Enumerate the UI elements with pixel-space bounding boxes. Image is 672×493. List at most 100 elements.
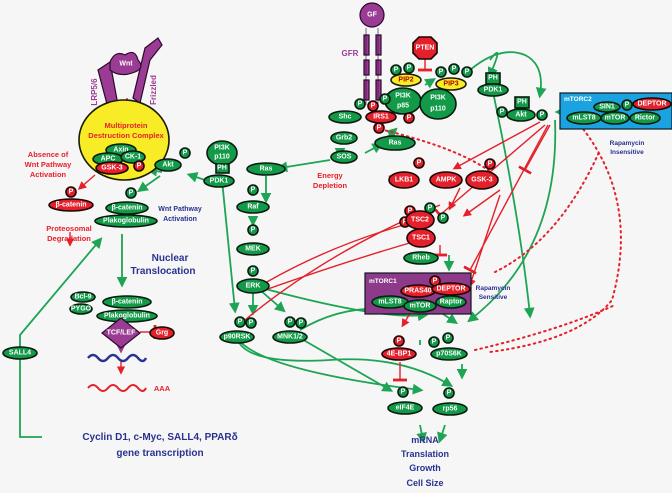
phospho-pip3-1: P	[439, 69, 444, 76]
output-label-cellsize: Cell Size	[406, 478, 443, 488]
phospho-erk: P	[251, 268, 256, 275]
phospho-akt-right-1: P	[500, 109, 505, 116]
p70-feedback-dotted-3	[474, 304, 616, 351]
akt-inhibit-tsc2	[434, 124, 546, 222]
gf-label: GF	[367, 12, 377, 19]
lrp56-label: LRP5/6	[90, 78, 99, 106]
wnt-receptor-group: Wnt LRP5/6 Frizzled	[90, 37, 163, 109]
4ebp1-node: 4E-BP1	[387, 351, 412, 358]
apc-node: APC	[101, 156, 116, 163]
pip3-to-akt-arrow	[469, 51, 547, 99]
plakoglobin-node: Plakoglobulin	[103, 218, 149, 225]
mtorc1-feedback-dotted	[494, 149, 601, 273]
p90-to-rp56-arrow	[236, 337, 454, 387]
rapamycin-insensitive-2: Insensitive	[610, 149, 644, 156]
phospho-tsc2-2: P	[403, 219, 408, 226]
gf-ligand	[359, 2, 385, 28]
bcat-nuclear-node: β-catenin	[111, 299, 142, 306]
shc-node: Shc	[339, 114, 352, 121]
phospho-p85: P	[383, 96, 388, 103]
pdk1-to-p70-arrow	[492, 91, 535, 319]
rp56-node: rp56	[443, 406, 458, 413]
phospho-irs1-top: P	[371, 103, 376, 110]
pdk1-to-akt-arrow	[186, 172, 206, 183]
phospho-akt-left: P	[183, 150, 188, 157]
phospho-p70-1: P	[432, 339, 437, 346]
ph-right-1-label: PH	[488, 75, 498, 82]
pi3k-p110-label-2: p110	[430, 106, 446, 113]
phospho-gsk3-right: P	[488, 161, 493, 168]
axin-node: Axin	[113, 147, 128, 154]
deptor-mtorc2-node: DEPTOR	[637, 101, 666, 108]
phospho-bcat-green: P	[129, 190, 134, 197]
absence-label-3: Activation	[30, 170, 67, 179]
eif4e-node: eIF4E	[396, 405, 415, 412]
ph-left-label: PH	[217, 165, 227, 172]
energy-label-2: Depletion	[313, 181, 348, 190]
mtor-mtorc1-node: mTOR	[410, 303, 431, 310]
phospho-tsc2-4: P	[441, 215, 446, 222]
raptor-node: Raptor	[440, 299, 463, 306]
gsk3-to-tsc2-arrow	[462, 189, 501, 217]
sall4-node: SALL4	[9, 350, 31, 357]
lkb1-node: LKB1	[395, 177, 413, 184]
akt-left-node: Akt	[162, 162, 174, 169]
proteasomal-label-1: Proteosomal	[46, 224, 91, 233]
sin1-node: SIN1	[599, 104, 615, 111]
ras-node: Ras	[389, 140, 402, 147]
genes-label-2: gene transcription	[116, 448, 203, 459]
absence-label-2: Wnt Pathway	[25, 160, 72, 169]
phospho-bcat-red: P	[69, 189, 74, 196]
proteasomal-label-2: Degradation	[47, 234, 91, 243]
irs1-node: IRS1	[373, 114, 389, 121]
complex-title-2: Destruction Complex	[88, 131, 164, 140]
rapamycin-sensitive-2: Sensitive	[479, 294, 508, 301]
mrna-icon	[87, 384, 147, 392]
akt-to-p70-arrow	[467, 119, 557, 323]
phospho-raf: P	[251, 187, 256, 194]
pten-label: PTEN	[416, 45, 435, 52]
sos-to-ras-left-arrow	[276, 159, 331, 173]
phospho-gsk3: P	[137, 163, 142, 170]
mlst8-mtorc1-node: mLST8	[378, 299, 401, 306]
phospho-tsc2-1: P	[408, 208, 413, 215]
p70-feedback-dotted-2	[489, 124, 622, 353]
mtorc2-complex: mTORC2 SIN1 P DEPTOR mLST8 mTOR Rictor	[559, 92, 672, 130]
complex-title-1: Multiprotein	[105, 121, 148, 130]
mlst8-mtorc2-node: mLST8	[572, 115, 595, 122]
pi3k-left-label-1: PI3K	[214, 145, 230, 152]
output-label-mrna: mRNA	[411, 435, 439, 445]
pi3k-left-label-2: p110	[214, 154, 230, 161]
phospho-pip2-2: P	[407, 65, 412, 72]
pdk1-left-node: PDK1	[210, 178, 229, 185]
ck1-node: CK-1	[125, 154, 141, 161]
pdk1-right-node: PDK1	[484, 87, 503, 94]
mnk12-node: MNK1/2	[277, 334, 303, 341]
wnt-ligand	[109, 51, 142, 76]
wnt-activation-label-1: Wnt Pathway	[158, 206, 202, 213]
phospho-ampk: P	[417, 160, 422, 167]
phospho-irs1-bottom: P	[377, 125, 382, 132]
pygo-node: PYGO	[71, 306, 92, 313]
gfr-label: GFR	[342, 49, 359, 58]
pi3k-p110-label-1: PI3K	[430, 95, 446, 102]
tsc2-node: TSC2	[411, 217, 429, 224]
pip3-to-pdk1-arrow	[487, 51, 499, 79]
mtorc2-title: mTORC2	[564, 96, 592, 103]
erk-to-p70-arrow	[261, 287, 429, 322]
output-label-growth: Growth	[409, 463, 441, 473]
mnk-to-eif4e-arrow	[299, 337, 394, 392]
phospho-mek: P	[251, 227, 256, 234]
bcat-node: β-catenin	[111, 205, 142, 212]
gsk3-node-wnt: GSK-3	[101, 165, 123, 172]
rapamycin-insensitive-1: Rapamycin	[610, 140, 645, 147]
akt-to-ampk-line	[452, 121, 541, 170]
aaa-label: AAA	[154, 384, 171, 393]
erk-node: ERK	[246, 283, 261, 290]
sall4-gene-line	[19, 382, 42, 438]
wnt-activation-label-2: Activation	[163, 216, 197, 223]
akt-right-node: Akt	[515, 112, 527, 119]
phospho-p90-1: P	[238, 319, 243, 326]
